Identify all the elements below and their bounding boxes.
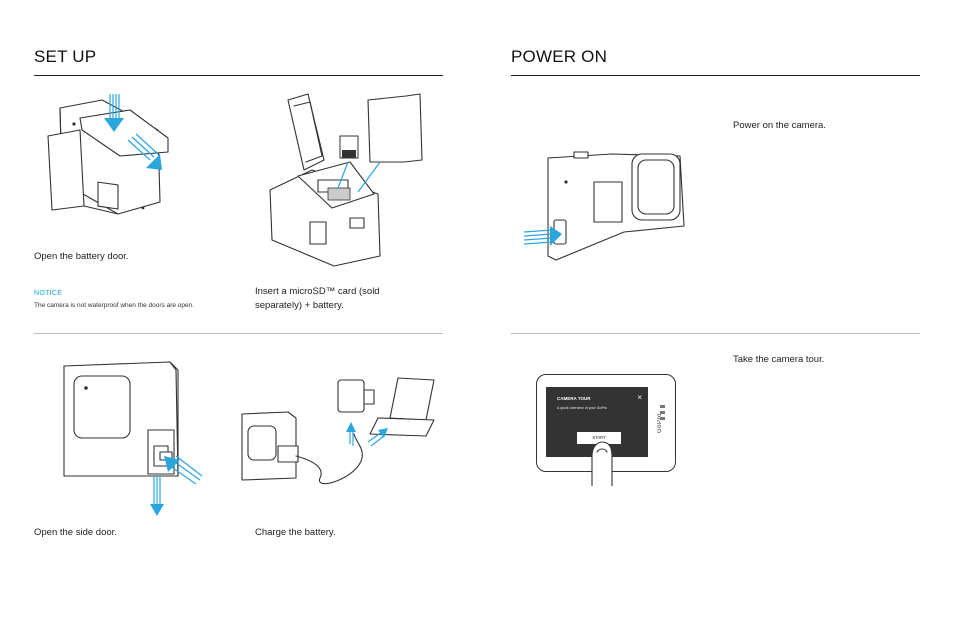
setup-title: SET UP (34, 47, 97, 66)
notice-text: The camera is not waterproof when the do… (34, 302, 195, 309)
charge-battery-illustration (241, 377, 435, 485)
step-open-side-door-caption: Open the side door. (34, 527, 117, 538)
status-light-1 (660, 405, 665, 408)
step-insert-card-caption: Insert a microSD™ card (sold separately)… (255, 286, 380, 311)
notice-heading: NOTICE (34, 290, 63, 297)
step-charge-battery-caption: Charge the battery. (255, 527, 336, 538)
close-icon[interactable]: × (637, 393, 642, 402)
side-door-illustration (63, 361, 203, 516)
camera-tour-subtitle: A quick overview of your GoPro (557, 406, 608, 410)
setup-divider (34, 75, 443, 76)
status-light-3 (660, 417, 665, 420)
power-on-row-divider (511, 333, 920, 334)
camera-tour-title: CAMERA TOUR (557, 396, 591, 401)
power-on-divider (511, 75, 920, 76)
step-camera-tour-caption: Take the camera tour. (733, 354, 825, 365)
step-power-on-caption: Power on the camera. (733, 120, 826, 131)
setup-row-divider (34, 333, 443, 334)
status-light-2 (660, 411, 665, 414)
battery-door-illustration (47, 94, 169, 215)
start-button[interactable]: START (577, 432, 621, 444)
microsd-battery-illustration (269, 93, 423, 267)
power-on-title: POWER ON (511, 47, 608, 66)
power-on-illustration (523, 151, 685, 261)
step-open-battery-door-caption: Open the battery door. (34, 251, 129, 262)
finger-tap-icon (591, 441, 613, 486)
